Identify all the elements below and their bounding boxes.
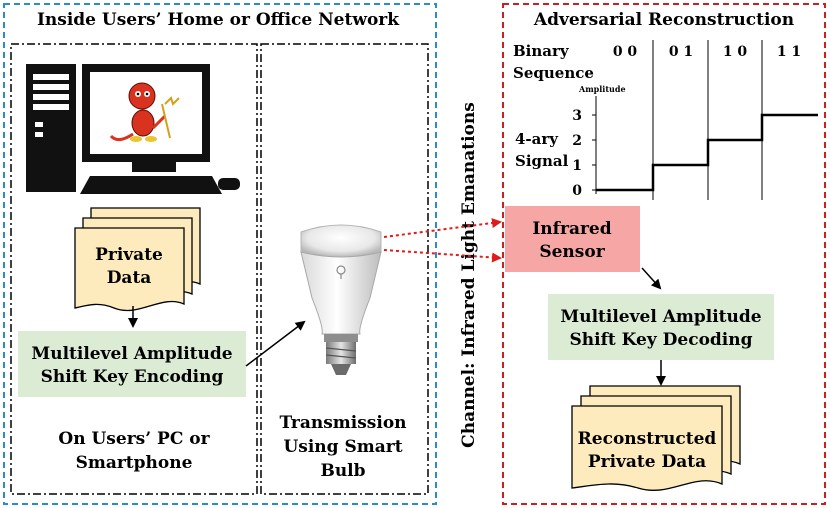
signal-chart: 0 1 2 3 (572, 40, 818, 200)
decoding-box-line-2: Shift Key Decoding (569, 330, 752, 350)
binary-symbol-3: 1 1 (777, 44, 801, 60)
private-data-line-1: Private (95, 245, 163, 265)
arrow-encoding-to-bulb (245, 320, 306, 367)
ir-emanation-arrow-2 (383, 249, 502, 263)
sensor-box-line-1: Infrared (532, 219, 611, 239)
reconstructed-data-line-2: Private Data (588, 452, 706, 472)
amplitude-tick-label-0: 0 (572, 183, 582, 199)
bulb-section-label-line-3: Bulb (320, 461, 365, 481)
smart-bulb-icon (300, 224, 382, 375)
amplitude-tick-label-2: 2 (572, 133, 582, 149)
reconstructed-data-document: Reconstructed Private Data (571, 385, 741, 491)
encoding-box-line-2: Shift Key Encoding (41, 367, 224, 387)
private-data-document: Private Data (74, 207, 201, 312)
binary-symbol-2: 1 0 (723, 44, 748, 60)
home-network-title: Inside Users’ Home or Office Network (37, 10, 400, 30)
pc-section-label-line-2: Smartphone (76, 453, 193, 473)
encoding-box-line-1: Multilevel Amplitude (31, 344, 232, 364)
amplitude-tick-label-1: 1 (572, 158, 582, 174)
reconstructed-data-line-1: Reconstructed (578, 429, 717, 449)
signal-label-line-2: Signal (515, 152, 569, 170)
adversary-title: Adversarial Reconstruction (533, 10, 794, 30)
ir-emanation-arrow-1 (383, 218, 502, 238)
channel-label: Channel: Infrared Light Emanations (459, 102, 479, 448)
bulb-section-label-line-2: Using Smart (283, 437, 402, 457)
bulb-section-border (260, 43, 429, 495)
signal-step-line (596, 113, 818, 192)
binary-label-line-1: Binary (513, 42, 570, 60)
bulb-section-label-line-1: Transmission (279, 413, 406, 433)
home-network-border (3, 3, 437, 505)
bsd-daemon-mascot-icon (109, 74, 180, 142)
private-data-line-2: Data (107, 268, 152, 288)
pc-section-label-line-1: On Users’ PC or (58, 429, 210, 449)
binary-symbols: 0 0 0 1 1 0 1 1 (613, 44, 801, 60)
decoding-box (548, 294, 774, 360)
binary-symbol-0: 0 0 (613, 44, 638, 60)
amplitude-label: Amplitude (578, 84, 626, 94)
amplitude-tick-label-3: 3 (572, 108, 582, 124)
arrow-sensor-to-decoding (641, 267, 662, 290)
adversary-border (502, 3, 826, 505)
signal-label-line-1: 4-ary (515, 130, 559, 148)
decoding-box-line-1: Multilevel Amplitude (560, 307, 761, 327)
binary-label-line-2: Sequence (513, 64, 594, 82)
pc-section-border (10, 43, 258, 495)
infrared-sensor-box (505, 206, 640, 272)
binary-symbol-1: 0 1 (669, 44, 693, 60)
sensor-box-line-2: Sensor (539, 242, 605, 262)
encoding-box (18, 331, 246, 397)
